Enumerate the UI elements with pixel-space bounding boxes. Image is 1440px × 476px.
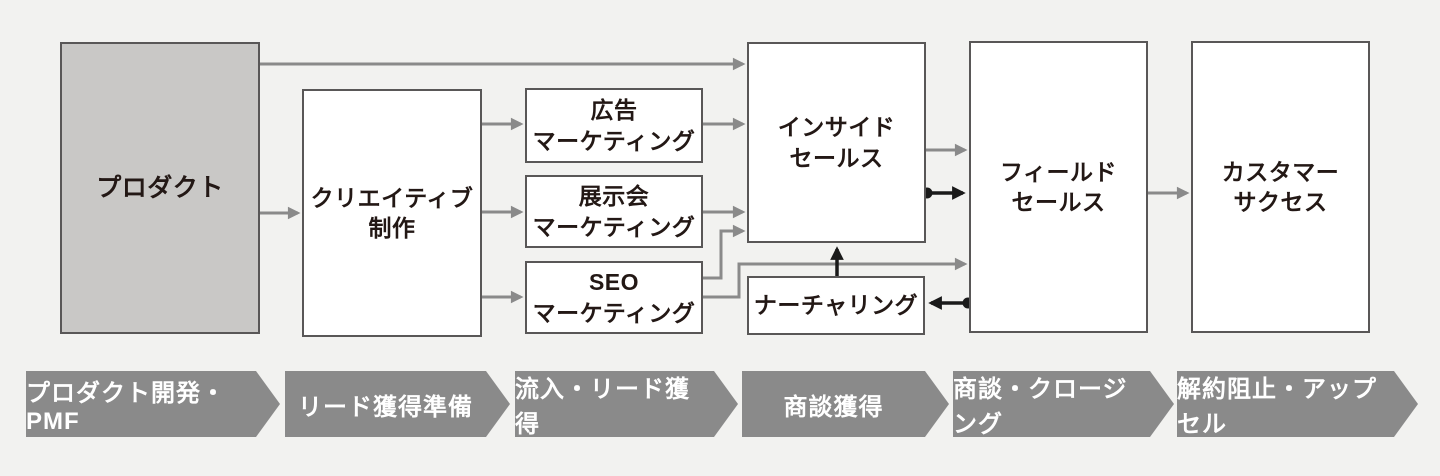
arrow-inside-sales-to-field-sales-black: [921, 186, 966, 200]
process-step-product-development-pmf: プロダクト開発・PMF: [26, 371, 280, 437]
node-nurturing: ナーチャリング: [747, 276, 925, 335]
node-product: プロダクト: [60, 42, 260, 334]
process-step-lead-acquisition-prep: リード獲得準備: [285, 371, 510, 437]
node-creative-production: クリエイティブ 制作: [302, 89, 482, 337]
arrow-seo-to-inside-sales: [703, 224, 746, 280]
node-seo-marketing: SEO マーケティング: [525, 261, 703, 334]
node-inside-sales: インサイド セールス: [747, 42, 926, 243]
node-field-sales: フィールド セールス: [969, 41, 1148, 333]
node-ad-marketing: 広告 マーケティング: [525, 88, 703, 163]
process-step-meeting-acquisition: 商談獲得: [742, 371, 949, 437]
node-exhibition-marketing: 展示会 マーケティング: [525, 175, 703, 248]
arrow-field-sales-to-nurturing-black: [928, 296, 974, 310]
node-customer-success: カスタマー サクセス: [1191, 41, 1370, 333]
process-step-negotiation-closing: 商談・クロージング: [953, 371, 1174, 437]
process-step-inflow-lead-acquisition: 流入・リード獲得: [515, 371, 738, 437]
process-step-churn-prevention-upsell: 解約阻止・アップセル: [1177, 371, 1418, 437]
